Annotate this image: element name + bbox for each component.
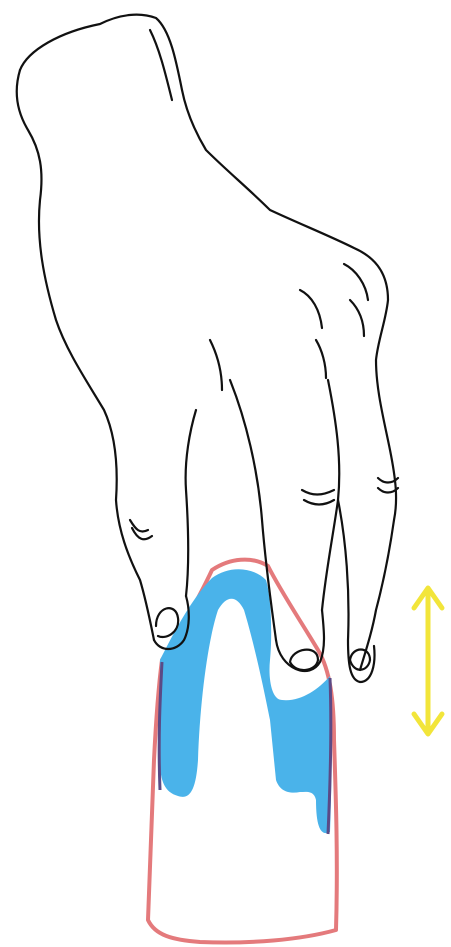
knuckle-bump-1 [300, 290, 322, 328]
middle-nail [290, 650, 318, 670]
grip-region [159, 569, 331, 834]
hand-outline [20, 15, 396, 670]
knuckle-bump-4 [210, 340, 222, 390]
middle-finger-right [322, 380, 339, 610]
grip-region-fill [160, 569, 332, 833]
knuckle-crease-4 [304, 500, 334, 505]
knuckle-crease-3 [302, 490, 334, 495]
hand-left-edge [17, 70, 154, 640]
index-finger-inner [186, 410, 196, 596]
knuckle-bump-5 [316, 340, 326, 378]
knuckle-bump-3 [350, 300, 364, 336]
vertical-double-arrow-icon [414, 588, 442, 734]
knuckle-bump-2 [344, 264, 368, 300]
